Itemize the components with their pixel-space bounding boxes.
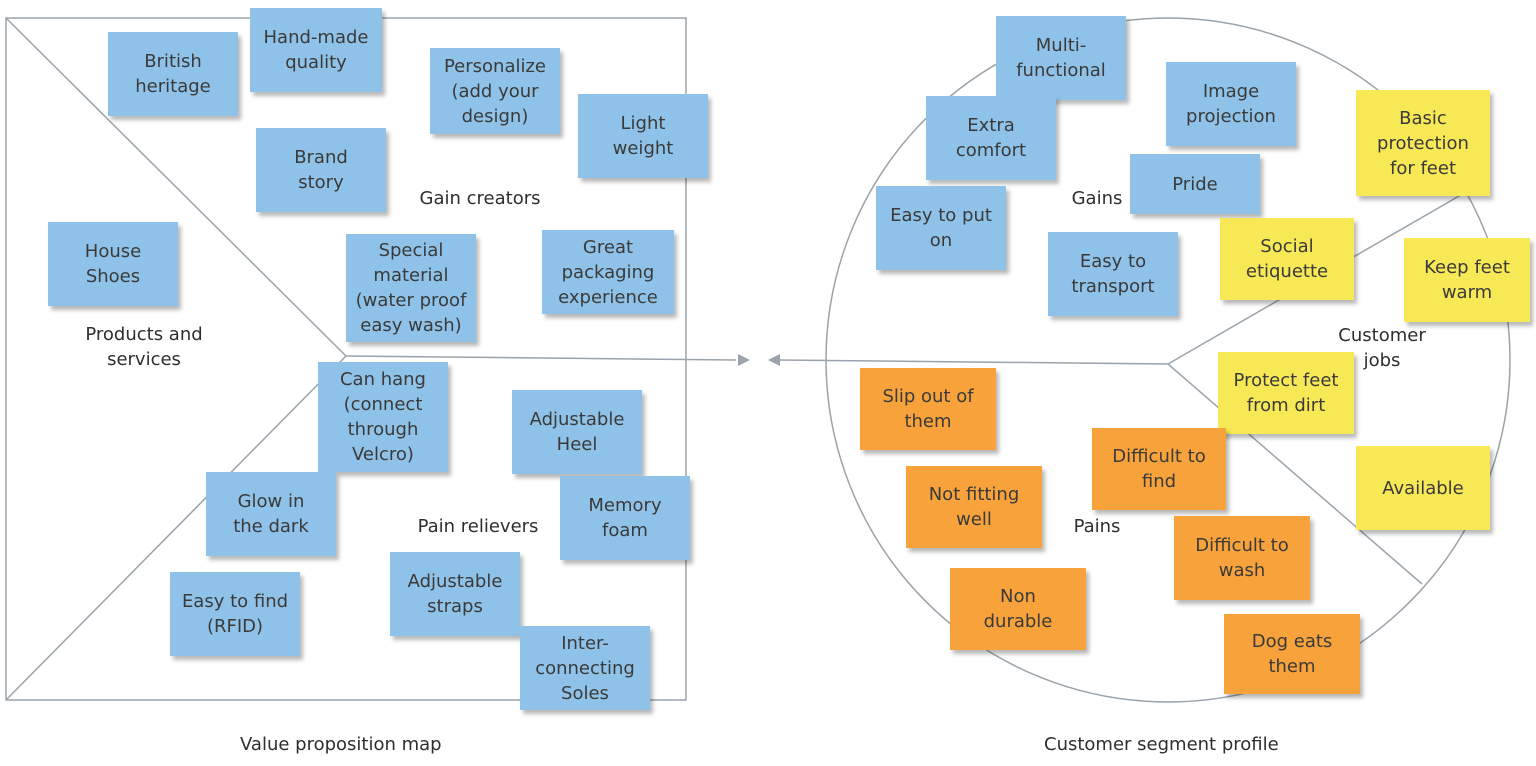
- value-map-diagonal-bottom: [5, 355, 347, 701]
- label-pains: Pains: [1073, 516, 1121, 537]
- profile-line-left: [779, 359, 1169, 365]
- arrow-head-left: [768, 354, 780, 366]
- note-special-material: Special material (water proof easy wash): [346, 234, 476, 342]
- note-not-fitting-well: Not fitting well: [906, 466, 1042, 548]
- value-map-horizontal: [345, 355, 737, 361]
- note-adjustable-straps: Adjustable straps: [390, 552, 520, 636]
- note-brand-story: Brand story: [256, 128, 386, 212]
- arrow-head-right: [738, 354, 750, 366]
- note-dog-eats-them: Dog eats them: [1224, 614, 1360, 694]
- note-difficult-to-find: Difficult to find: [1092, 428, 1226, 510]
- label-pain-relievers: Pain relievers: [417, 516, 539, 537]
- note-can-hang: Can hang (connect through Velcro): [318, 362, 448, 472]
- note-glow-in-dark: Glow in the dark: [206, 472, 336, 556]
- note-available: Available: [1356, 446, 1490, 530]
- note-easy-to-transport: Easy to transport: [1048, 232, 1178, 316]
- caption-value-proposition-map: Value proposition map: [240, 734, 442, 755]
- label-gain-creators: Gain creators: [419, 188, 541, 209]
- note-image-projection: Image projection: [1166, 62, 1296, 146]
- note-extra-comfort: Extra comfort: [926, 96, 1056, 180]
- note-basic-protection: Basic protection for feet: [1356, 90, 1490, 196]
- note-slip-out: Slip out of them: [860, 368, 996, 450]
- profile-line-down: [1167, 363, 1423, 585]
- note-difficult-to-wash: Difficult to wash: [1174, 516, 1310, 600]
- note-non-durable: Non durable: [950, 568, 1086, 650]
- note-british-heritage: British heritage: [108, 32, 238, 116]
- note-multi-functional: Multi- functional: [996, 16, 1126, 100]
- note-light-weight: Light weight: [578, 94, 708, 178]
- caption-customer-segment-profile: Customer segment profile: [1044, 734, 1279, 755]
- note-inter-connecting-soles: Inter- connecting Soles: [520, 626, 650, 710]
- label-products-services: Products and services: [85, 324, 203, 370]
- note-easy-to-put-on: Easy to put on: [876, 186, 1006, 270]
- note-memory-foam: Memory foam: [560, 476, 690, 560]
- note-easy-to-find-rfid: Easy to find (RFID): [170, 572, 300, 656]
- note-keep-feet-warm: Keep feet warm: [1404, 238, 1530, 322]
- note-protect-feet: Protect feet from dirt: [1218, 352, 1354, 434]
- note-personalize: Personalize (add your design): [430, 48, 560, 134]
- note-great-packaging: Great packaging experience: [542, 230, 674, 314]
- note-house-shoes: House Shoes: [48, 222, 178, 306]
- note-social-etiquette: Social etiquette: [1220, 218, 1354, 300]
- label-customer-jobs: Customer jobs: [1338, 325, 1426, 371]
- value-map-diagonal-top: [5, 17, 347, 357]
- label-gains: Gains: [1071, 188, 1123, 209]
- note-adjustable-heel: Adjustable Heel: [512, 390, 642, 474]
- note-pride: Pride: [1130, 154, 1260, 214]
- note-hand-made-quality: Hand-made quality: [250, 8, 382, 92]
